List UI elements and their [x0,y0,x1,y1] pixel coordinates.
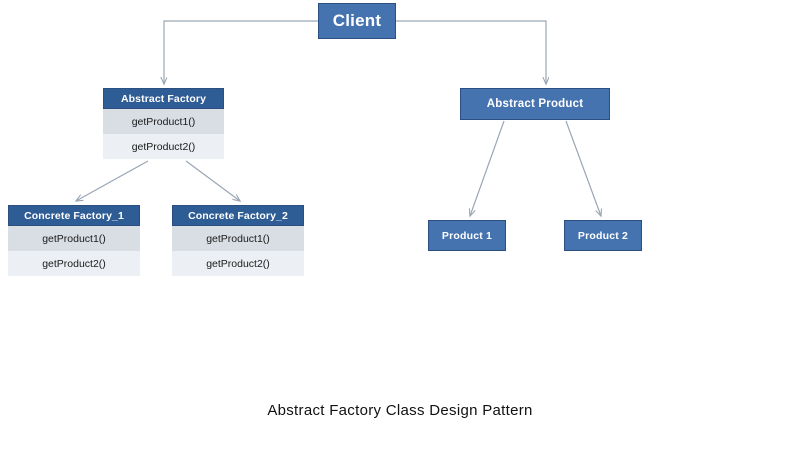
class-box-concrete-factory-1-title: Concrete Factory_1 [8,205,140,226]
connector-client-to-abstract-factory [164,20,318,84]
class-box-concrete-factory-1[interactable]: Concrete Factory_1 getProduct1() getProd… [8,205,140,276]
class-box-product-2-label: Product 2 [577,229,629,242]
class-box-concrete-factory-2[interactable]: Concrete Factory_2 getProduct1() getProd… [172,205,304,276]
connector-abstract-product-to-product-1 [470,120,505,216]
class-box-product-2[interactable]: Product 2 [564,220,642,251]
class-box-product-1-label: Product 1 [441,229,493,242]
class-box-client-label: Client [332,11,382,30]
class-box-abstract-factory[interactable]: Abstract Factory getProduct1() getProduc… [103,88,224,160]
diagram-caption: Abstract Factory Class Design Pattern [267,402,533,419]
class-box-abstract-factory-title: Abstract Factory [103,88,224,109]
class-box-product-1[interactable]: Product 1 [428,220,506,251]
class-box-abstract-product[interactable]: Abstract Product [460,88,610,120]
connector-abstract-product-to-product-2 [565,120,601,216]
connector-abstract-factory-to-concrete-factory-2 [185,160,240,201]
class-box-client[interactable]: Client [318,3,396,39]
class-box-abstract-product-label: Abstract Product [486,98,584,110]
class-box-concrete-factory-1-method-1: getProduct1() [8,226,140,251]
class-box-abstract-factory-method-1: getProduct1() [103,109,224,134]
class-box-concrete-factory-2-title: Concrete Factory_2 [172,205,304,226]
class-box-abstract-factory-method-2: getProduct2() [103,134,224,159]
class-box-concrete-factory-1-method-2: getProduct2() [8,251,140,276]
class-box-concrete-factory-2-method-2: getProduct2() [172,251,304,276]
connector-client-to-abstract-product [396,20,546,84]
class-box-concrete-factory-2-method-1: getProduct1() [172,226,304,251]
connector-abstract-factory-to-concrete-factory-1 [76,160,149,201]
